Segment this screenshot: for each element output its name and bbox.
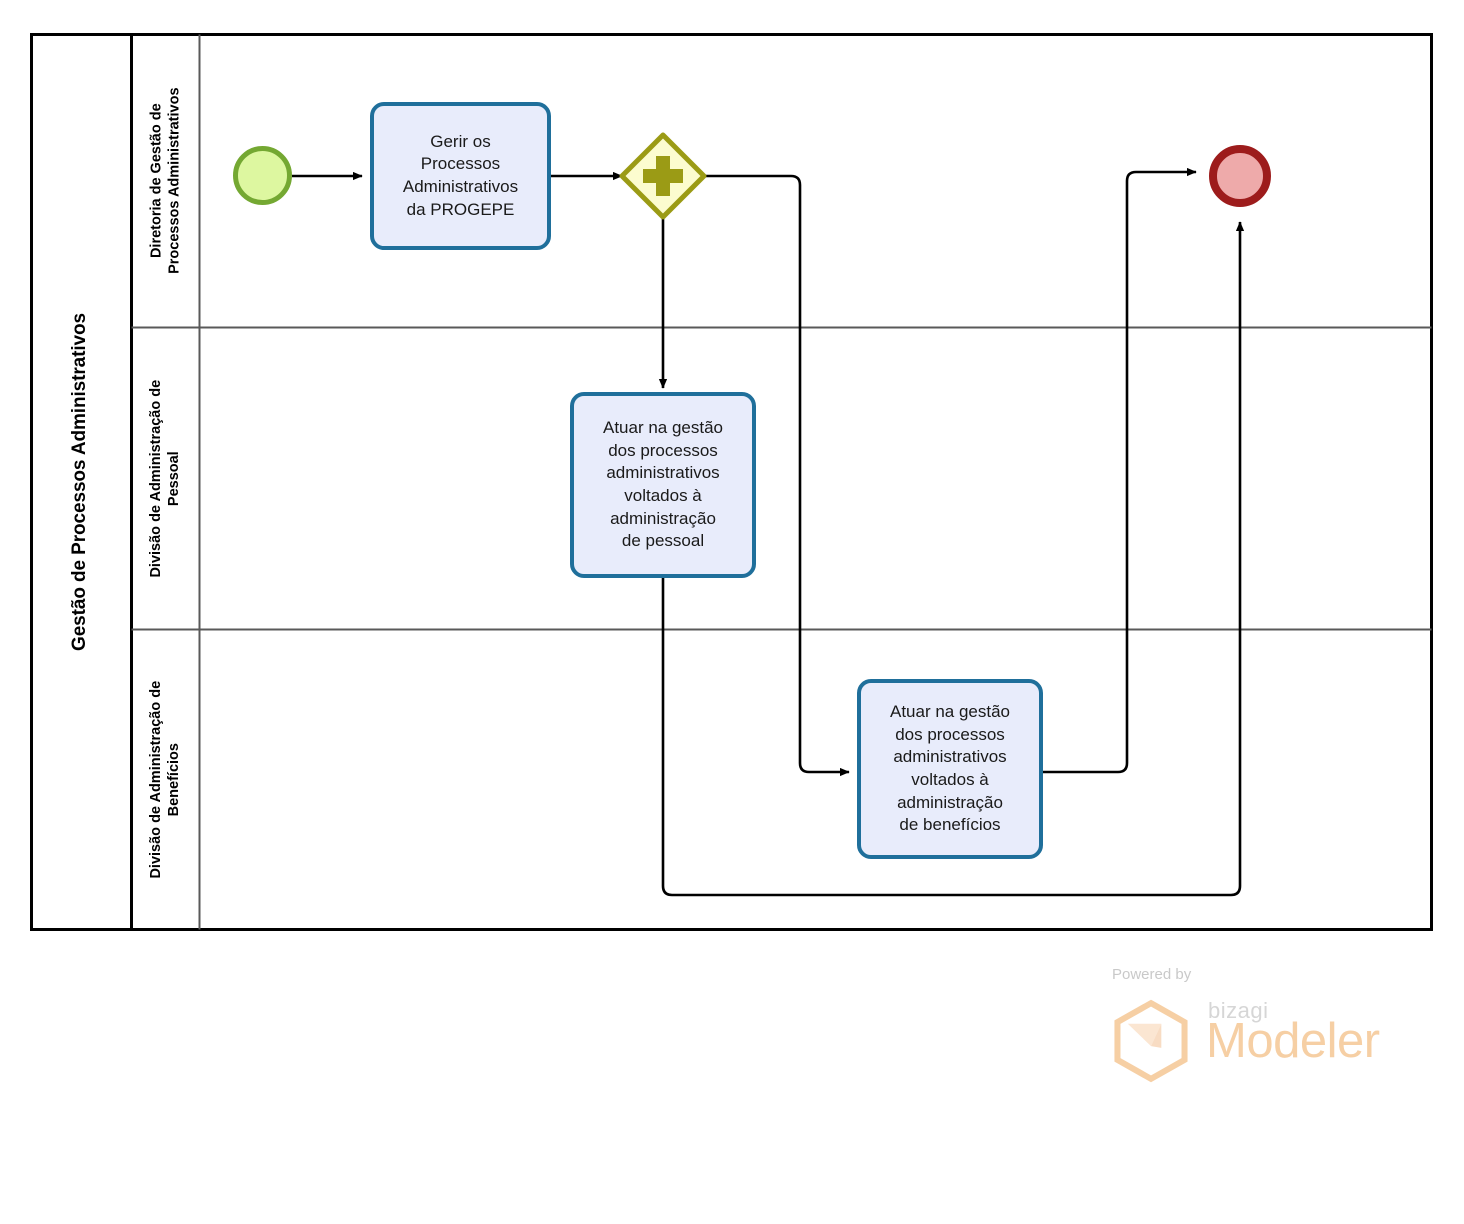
pool-frame [30, 33, 1433, 931]
gateway-plus-icon-v [656, 156, 670, 196]
flow-gateway-to-beneficios [704, 174, 850, 777]
bizagi-watermark: Powered by bizagi Modeler [1098, 966, 1380, 1083]
bizagi-hexagon-logo-icon [1114, 999, 1188, 1083]
pool-title: Gestão de Processos Administrativos [30, 33, 130, 930]
end-event[interactable] [1209, 145, 1271, 207]
start-event[interactable] [233, 146, 292, 205]
watermark-product: Modeler [1206, 1014, 1380, 1068]
watermark-brand: bizagi [1208, 998, 1269, 1023]
flow-beneficios-to-end [1040, 167, 1197, 774]
flow-pessoal-to-end [661, 221, 1245, 897]
pool-title-label: Gestão de Processos Administrativos [69, 312, 91, 651]
watermark-powered-by: Powered by [1112, 966, 1192, 983]
gateway-parallel[interactable] [619, 132, 707, 220]
